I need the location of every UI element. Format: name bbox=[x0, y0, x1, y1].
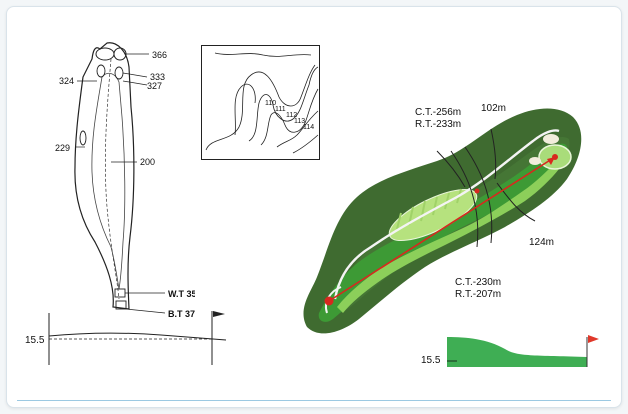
rt-top-label: R.T.-233m bbox=[415, 119, 461, 130]
yardage-324: 324 bbox=[59, 76, 74, 86]
left-elevation-profile: 15.5 bbox=[21, 307, 247, 369]
green-shape bbox=[96, 48, 114, 60]
contour-label-111: 111 bbox=[275, 106, 286, 113]
rt-bottom-label: R.T.-207m bbox=[455, 289, 501, 300]
yardage-366: 366 bbox=[152, 50, 167, 60]
white-tee-box bbox=[115, 289, 125, 297]
yardage-327: 327 bbox=[147, 81, 162, 91]
right-elevation-profile: 15.5 bbox=[417, 331, 607, 371]
bottom-divider bbox=[17, 400, 611, 401]
flag-icon bbox=[213, 311, 225, 317]
elevation-fill bbox=[447, 337, 587, 367]
bunker-shape bbox=[115, 67, 123, 79]
elevation-value-left: 15.5 bbox=[25, 335, 45, 346]
distance-124-label: 124m bbox=[529, 237, 554, 248]
bunker-shape bbox=[114, 48, 126, 60]
hole-illustration-labels: C.T.-256m R.T.-233m 102m 124m C.T.-230m … bbox=[397, 93, 597, 313]
yardage-200: 200 bbox=[140, 157, 155, 167]
hole-layout-diagram: 366 333 327 324 229 200 W.T 350 B.T 374 bbox=[25, 37, 195, 319]
ct-bottom-label: C.T.-230m bbox=[455, 277, 501, 288]
yardage-229: 229 bbox=[55, 143, 70, 153]
white-tee-label: W.T 350 bbox=[168, 289, 195, 299]
distance-102-label: 102m bbox=[481, 103, 506, 114]
tee-marker bbox=[325, 297, 334, 306]
bunker-shape bbox=[80, 131, 86, 145]
course-guide-card: 366 333 327 324 229 200 W.T 350 B.T 374 … bbox=[6, 6, 622, 408]
center-line bbox=[105, 59, 119, 299]
elevation-value-right: 15.5 bbox=[421, 355, 441, 366]
ct-top-label: C.T.-256m bbox=[415, 107, 461, 118]
fairway-outline bbox=[92, 73, 125, 289]
flag-icon bbox=[588, 335, 599, 343]
bunker-shape bbox=[97, 65, 105, 77]
